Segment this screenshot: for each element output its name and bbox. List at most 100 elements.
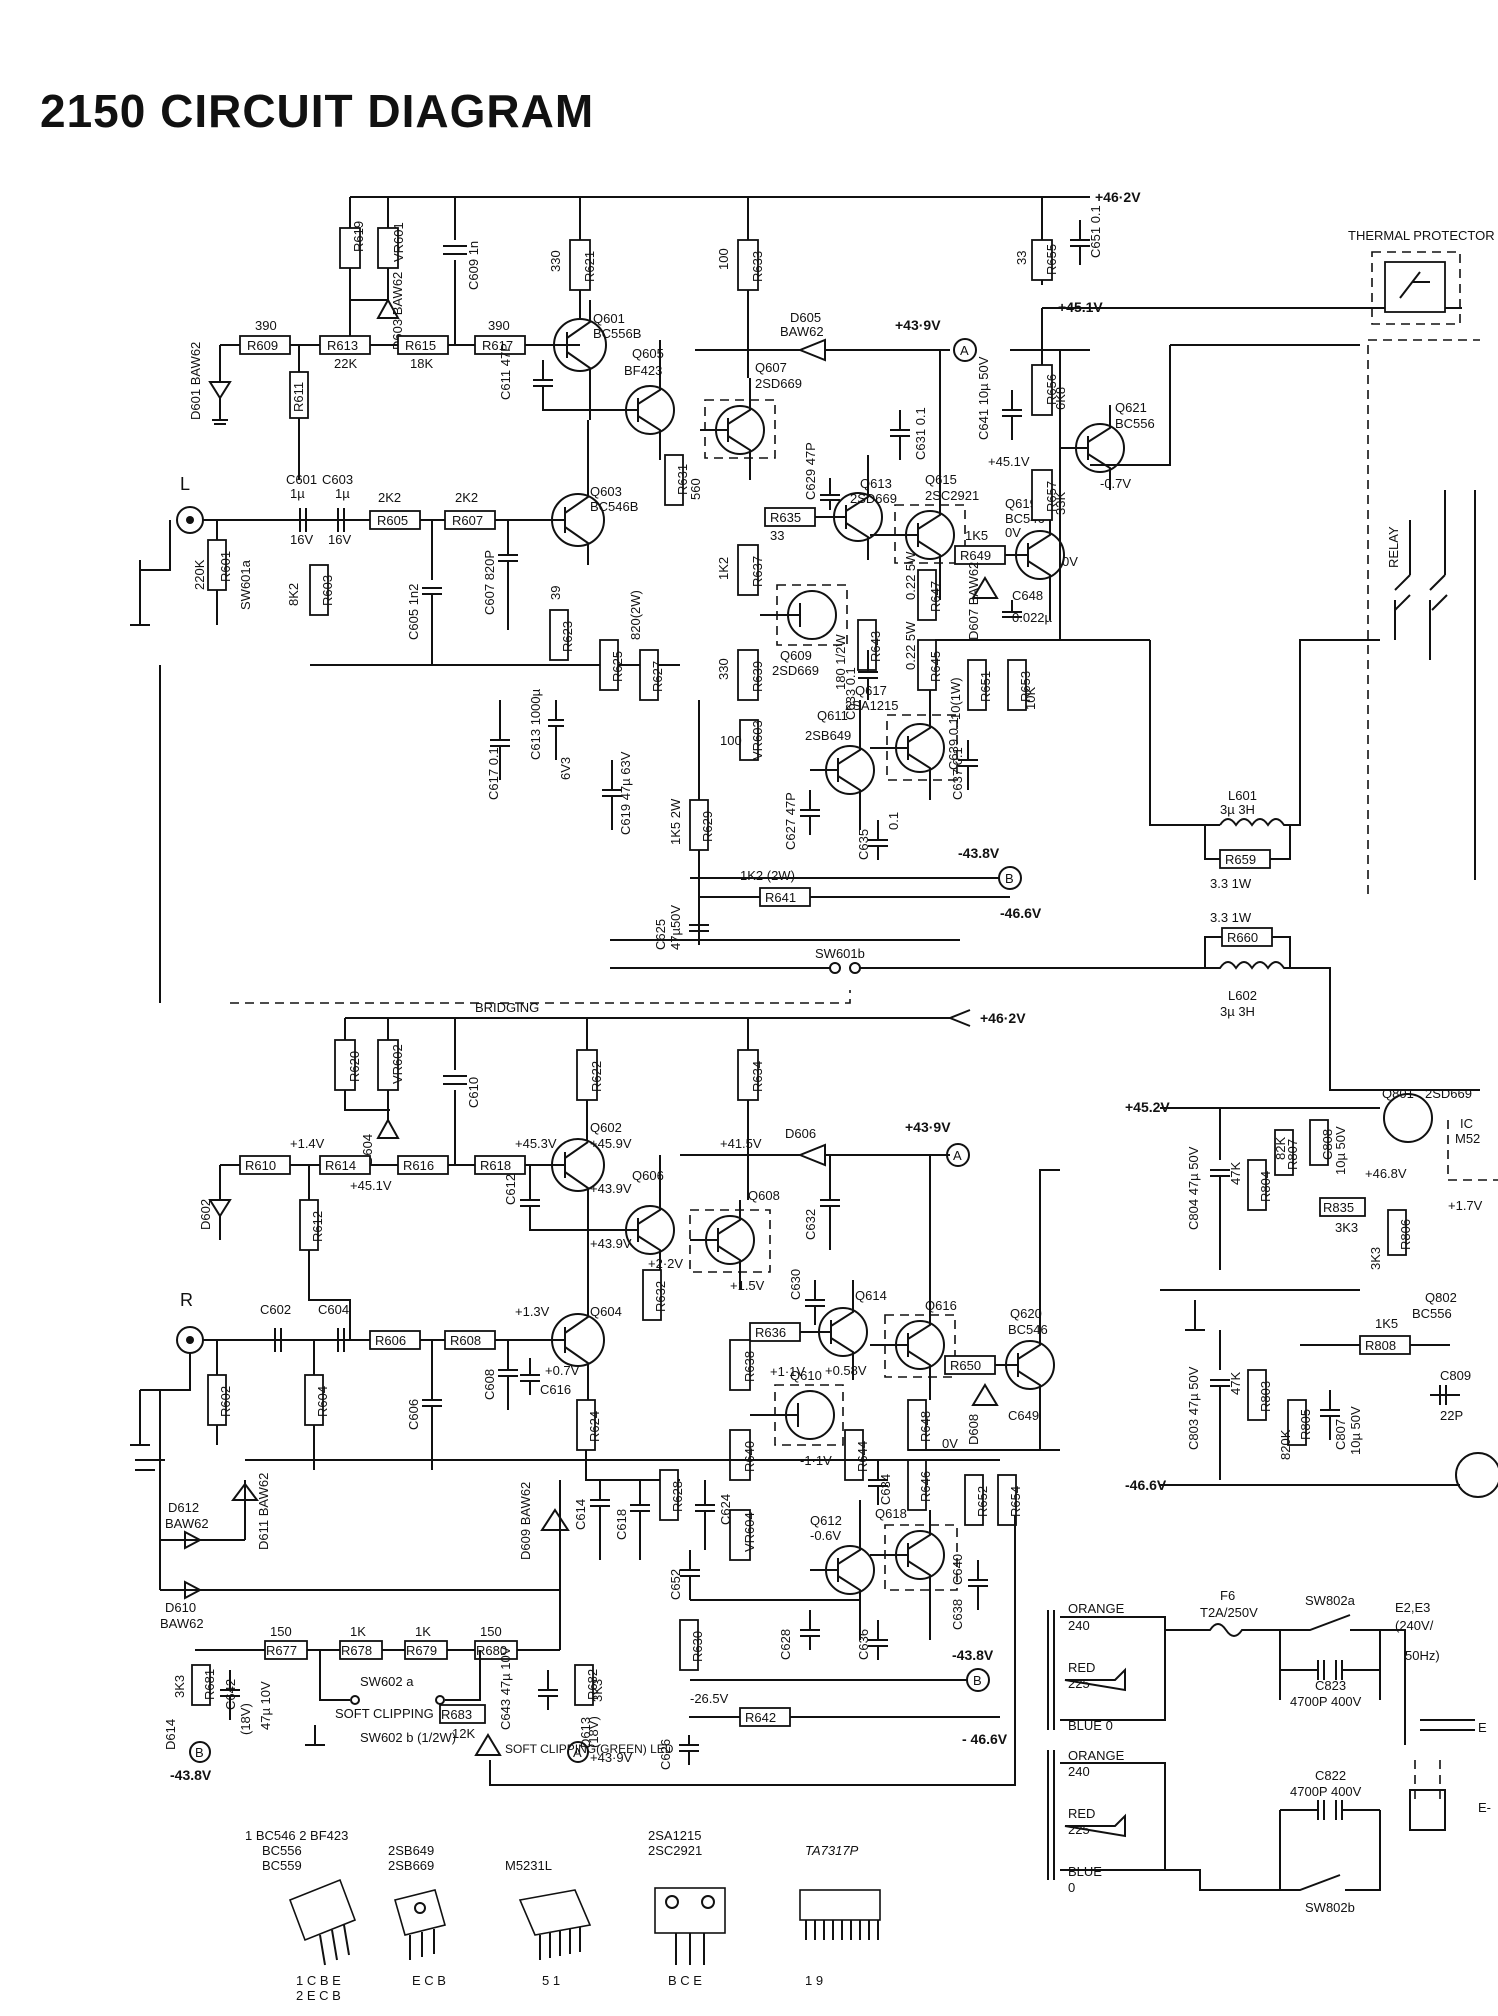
svg-text:47K: 47K	[1228, 1162, 1243, 1185]
svg-text:C804 47µ 50V: C804 47µ 50V	[1186, 1146, 1201, 1230]
svg-text:R624: R624	[587, 1411, 602, 1442]
svg-text:R681: R681	[202, 1669, 217, 1700]
svg-text:2SC2921: 2SC2921	[648, 1843, 702, 1858]
svg-text:Q618: Q618	[875, 1506, 907, 1521]
svg-text:0V: 0V	[942, 1436, 958, 1451]
svg-text:R683: R683	[441, 1707, 472, 1722]
svg-text:Q619: Q619	[1005, 496, 1037, 511]
svg-text:D605: D605	[790, 310, 821, 325]
svg-text:3.3 1W: 3.3 1W	[1210, 910, 1252, 925]
svg-text:BF423: BF423	[624, 363, 662, 378]
svg-text:ORANGE: ORANGE	[1068, 1601, 1125, 1616]
to3p-icon	[654, 1887, 726, 1965]
svg-text:R835: R835	[1323, 1200, 1354, 1215]
package-legend: 1 BC546 2 BF423 BC556 BC559 1 C B E 2 E …	[245, 1828, 881, 2003]
svg-text:2SD669: 2SD669	[755, 376, 802, 391]
svg-text:R651: R651	[978, 671, 993, 702]
svg-text:220K: 220K	[192, 559, 207, 590]
svg-text:3K3: 3K3	[1368, 1247, 1383, 1270]
svg-text:1K2: 1K2	[716, 557, 731, 580]
svg-text:Q613: Q613	[860, 476, 892, 491]
svg-text:2SA1215: 2SA1215	[648, 1828, 702, 1843]
svg-text:Q621: Q621	[1115, 400, 1147, 415]
svg-text:R601: R601	[218, 551, 233, 582]
svg-text:0.22 5W: 0.22 5W	[903, 621, 918, 670]
svg-text:6V3: 6V3	[558, 757, 573, 780]
svg-text:C809: C809	[1440, 1368, 1471, 1383]
svg-text:2SB649: 2SB649	[388, 1843, 434, 1858]
svg-text:+43.9V: +43.9V	[590, 1181, 632, 1196]
svg-text:E-: E-	[1478, 1800, 1491, 1815]
svg-text:VR603: VR603	[750, 720, 765, 760]
svg-text:Q620: Q620	[1010, 1306, 1042, 1321]
svg-text:3K3: 3K3	[172, 1675, 187, 1698]
svg-text:3K3: 3K3	[1335, 1220, 1358, 1235]
svg-text:R620: R620	[347, 1051, 362, 1082]
svg-text:3µ 3H: 3µ 3H	[1220, 1004, 1255, 1019]
svg-text:+41.5V: +41.5V	[720, 1136, 762, 1151]
svg-text:VR601: VR601	[391, 222, 406, 262]
svg-text:1µ: 1µ	[335, 486, 350, 501]
svg-text:+1·1V: +1·1V	[770, 1364, 805, 1379]
svg-text:+43·9V: +43·9V	[590, 1750, 633, 1765]
svg-text:-0.6V: -0.6V	[810, 1528, 841, 1543]
svg-text:82K: 82K	[1273, 1137, 1288, 1160]
svg-text:Q617: Q617	[855, 683, 887, 698]
svg-text:Q602: Q602	[590, 1120, 622, 1135]
svg-text:C636: C636	[856, 1629, 871, 1660]
svg-text:1K5: 1K5	[965, 528, 988, 543]
svg-text:C607 820P: C607 820P	[482, 550, 497, 615]
svg-text:R632: R632	[653, 1281, 668, 1312]
svg-text:+45.9V: +45.9V	[590, 1136, 632, 1151]
svg-text:R660: R660	[1227, 930, 1258, 945]
svg-text:10µ 50V: 10µ 50V	[1333, 1126, 1348, 1175]
sw602a-label: SW602 a	[360, 1674, 414, 1689]
svg-text:2SC2921: 2SC2921	[925, 488, 979, 503]
svg-text:+45.1V: +45.1V	[988, 454, 1030, 469]
rail-top-pos: +46·2V	[1095, 189, 1141, 205]
svg-text:R682: R682	[585, 1669, 600, 1700]
rail-q-neg: -43.8V	[958, 845, 1000, 861]
svg-text:B: B	[1005, 871, 1014, 886]
svg-text:C625: C625	[653, 919, 668, 950]
svg-text:C822: C822	[1315, 1768, 1346, 1783]
svg-text:R636: R636	[755, 1325, 786, 1340]
svg-text:Q801: Q801	[1382, 1086, 1414, 1101]
svg-text:C638: C638	[950, 1599, 965, 1630]
lower-channel: BRIDGING +46·2V R620 VR602 D604 C610 R62…	[130, 1000, 1060, 1786]
svg-text:BLUE 0: BLUE 0	[1068, 1718, 1113, 1733]
svg-text:47K: 47K	[1228, 1372, 1243, 1395]
svg-text:33: 33	[770, 528, 784, 543]
svg-text:+1.3V: +1.3V	[515, 1304, 550, 1319]
svg-text:C807: C807	[1333, 1419, 1348, 1450]
svg-text:E C B: E C B	[412, 1973, 446, 1988]
svg-text:TA7317P: TA7317P	[805, 1843, 859, 1858]
svg-text:Q605: Q605	[632, 346, 664, 361]
svg-text:39: 39	[548, 586, 563, 600]
svg-text:D613: D613	[578, 1717, 593, 1748]
rail-top-pos-after: +45.1V	[1058, 299, 1103, 315]
svg-text:0: 0	[1068, 1880, 1075, 1895]
svg-text:1K: 1K	[350, 1624, 366, 1639]
svg-text:R638: R638	[742, 1351, 757, 1382]
svg-text:B: B	[973, 1673, 982, 1688]
sw802a-label: SW802a	[1305, 1593, 1356, 1608]
svg-text:R679: R679	[406, 1643, 437, 1658]
svg-text:47µ50V: 47µ50V	[668, 905, 683, 950]
svg-text:C619 47µ 63V: C619 47µ 63V	[618, 751, 633, 835]
svg-text:C648: C648	[1012, 588, 1043, 603]
svg-text:16V: 16V	[328, 532, 351, 547]
svg-text:22K: 22K	[334, 356, 357, 371]
input-r-label: R	[180, 1290, 193, 1310]
relay-label: RELAY	[1386, 526, 1401, 568]
svg-text:2SB669: 2SB669	[388, 1858, 434, 1873]
svg-text:R652: R652	[975, 1486, 990, 1517]
svg-text:+43.9V: +43.9V	[590, 1236, 632, 1251]
svg-text:+2·2V: +2·2V	[648, 1256, 683, 1271]
svg-text:2SD669: 2SD669	[772, 663, 819, 678]
svg-text:R657: R657	[1044, 481, 1059, 512]
svg-text:C823: C823	[1315, 1678, 1346, 1693]
svg-text:16V: 16V	[290, 532, 313, 547]
svg-text:R610: R610	[245, 1158, 276, 1173]
svg-text:R603: R603	[320, 575, 335, 606]
